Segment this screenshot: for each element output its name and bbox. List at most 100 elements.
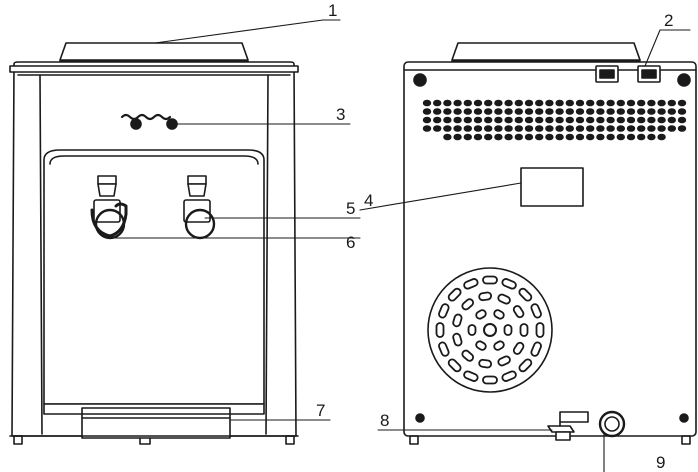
vent-hole xyxy=(606,133,615,141)
vent-hole xyxy=(545,108,554,115)
vent-hole xyxy=(596,116,605,124)
fan-slot xyxy=(530,303,542,319)
drain-plug-icon xyxy=(598,410,626,438)
fan-slot xyxy=(447,287,462,302)
power-switches-icon xyxy=(595,65,661,83)
vent-hole xyxy=(596,125,605,132)
vent-hole xyxy=(637,108,646,115)
vent-hole xyxy=(453,116,462,124)
vent-hole xyxy=(637,99,646,107)
vent-hole xyxy=(637,125,646,132)
vent-hole xyxy=(484,108,493,115)
vent-hole xyxy=(545,116,554,124)
vent-hole xyxy=(524,99,534,107)
vent-hole xyxy=(484,99,493,107)
callout-3: 3 xyxy=(336,105,345,124)
vent-hole xyxy=(565,133,574,141)
front-view xyxy=(9,42,299,445)
back-bottom-right-screw xyxy=(679,413,689,423)
vent-hole xyxy=(453,99,462,107)
fan-slot xyxy=(503,324,513,336)
vent-hole xyxy=(596,99,605,107)
vent-hole xyxy=(535,108,544,115)
vent-hole xyxy=(484,133,493,141)
vent-hole xyxy=(433,125,442,132)
back-bottom-left-screw xyxy=(415,413,425,423)
fan-slot xyxy=(512,305,525,319)
drip-tray xyxy=(43,403,265,439)
vent-hole xyxy=(545,125,554,132)
vent-hole xyxy=(586,108,595,115)
vent-hole xyxy=(555,99,564,107)
vent-hole xyxy=(422,99,432,107)
callout-numbers: 1 2 3 4 5 6 7 8 9 xyxy=(316,1,673,472)
callout-5: 5 xyxy=(346,199,355,218)
vent-hole xyxy=(677,116,687,124)
fan-slot xyxy=(530,341,542,357)
vent-hole xyxy=(626,125,636,132)
tap-hot-icon xyxy=(90,175,128,240)
vent-hole xyxy=(657,133,666,141)
vent-hole xyxy=(565,125,574,132)
back-right-foot xyxy=(681,435,691,445)
vent-hole xyxy=(677,99,687,107)
vent-hole xyxy=(586,125,595,132)
vent-hole xyxy=(463,99,472,107)
vent-hole xyxy=(473,108,483,115)
fan-slot xyxy=(461,349,475,362)
vent-hole xyxy=(575,133,585,141)
fan-slot xyxy=(497,355,511,367)
vent-hole xyxy=(494,116,503,124)
vent-hole xyxy=(504,133,513,141)
fan-slot xyxy=(475,340,487,351)
vent-hole xyxy=(586,116,595,124)
vent-hole xyxy=(596,133,605,141)
back-top-cap xyxy=(451,42,641,61)
fan-slot xyxy=(482,275,498,285)
vent-hole xyxy=(535,99,544,107)
front-right-foot xyxy=(285,435,295,445)
fan-slot xyxy=(438,341,450,357)
vent-hole xyxy=(616,125,625,132)
vent-hole xyxy=(657,108,666,115)
leader-4 xyxy=(359,182,522,211)
vent-hole xyxy=(535,116,544,124)
vent-hole xyxy=(545,99,554,107)
vent-hole xyxy=(524,116,534,124)
vent-hole xyxy=(524,125,534,132)
vent-hole xyxy=(463,116,472,124)
vent-hole xyxy=(555,116,564,124)
callout-1: 1 xyxy=(328,1,337,20)
vent-hole xyxy=(433,116,442,124)
vent-hole xyxy=(667,108,676,115)
fan-slot xyxy=(518,358,533,373)
vent-hole xyxy=(504,116,513,124)
vent-hole xyxy=(494,108,503,115)
fan-slot xyxy=(478,358,493,369)
tap-cold-icon xyxy=(183,175,216,240)
vent-hole xyxy=(657,125,666,132)
vent-hole xyxy=(626,108,636,115)
vent-hole xyxy=(443,133,452,141)
vent-hole xyxy=(473,125,483,132)
vent-hole xyxy=(514,108,523,115)
vent-hole xyxy=(657,99,666,107)
vent-hole xyxy=(667,99,676,107)
vent-hole xyxy=(626,99,636,107)
vent-hole xyxy=(586,99,595,107)
vent-hole xyxy=(606,108,615,115)
fan-slot xyxy=(518,287,533,302)
vent-hole xyxy=(677,108,687,115)
vent-hole xyxy=(606,116,615,124)
vent-hole xyxy=(616,116,625,124)
vent-hole xyxy=(524,108,534,115)
vent-holes-icon xyxy=(422,99,687,141)
back-top-left-knob xyxy=(413,73,427,87)
fan-slot xyxy=(452,313,463,328)
vent-hole xyxy=(514,125,523,132)
dispensing-recess xyxy=(43,149,265,405)
leader-1 xyxy=(154,19,341,44)
fan-slot xyxy=(461,298,475,311)
vent-hole xyxy=(463,133,472,141)
vent-hole xyxy=(433,99,442,107)
